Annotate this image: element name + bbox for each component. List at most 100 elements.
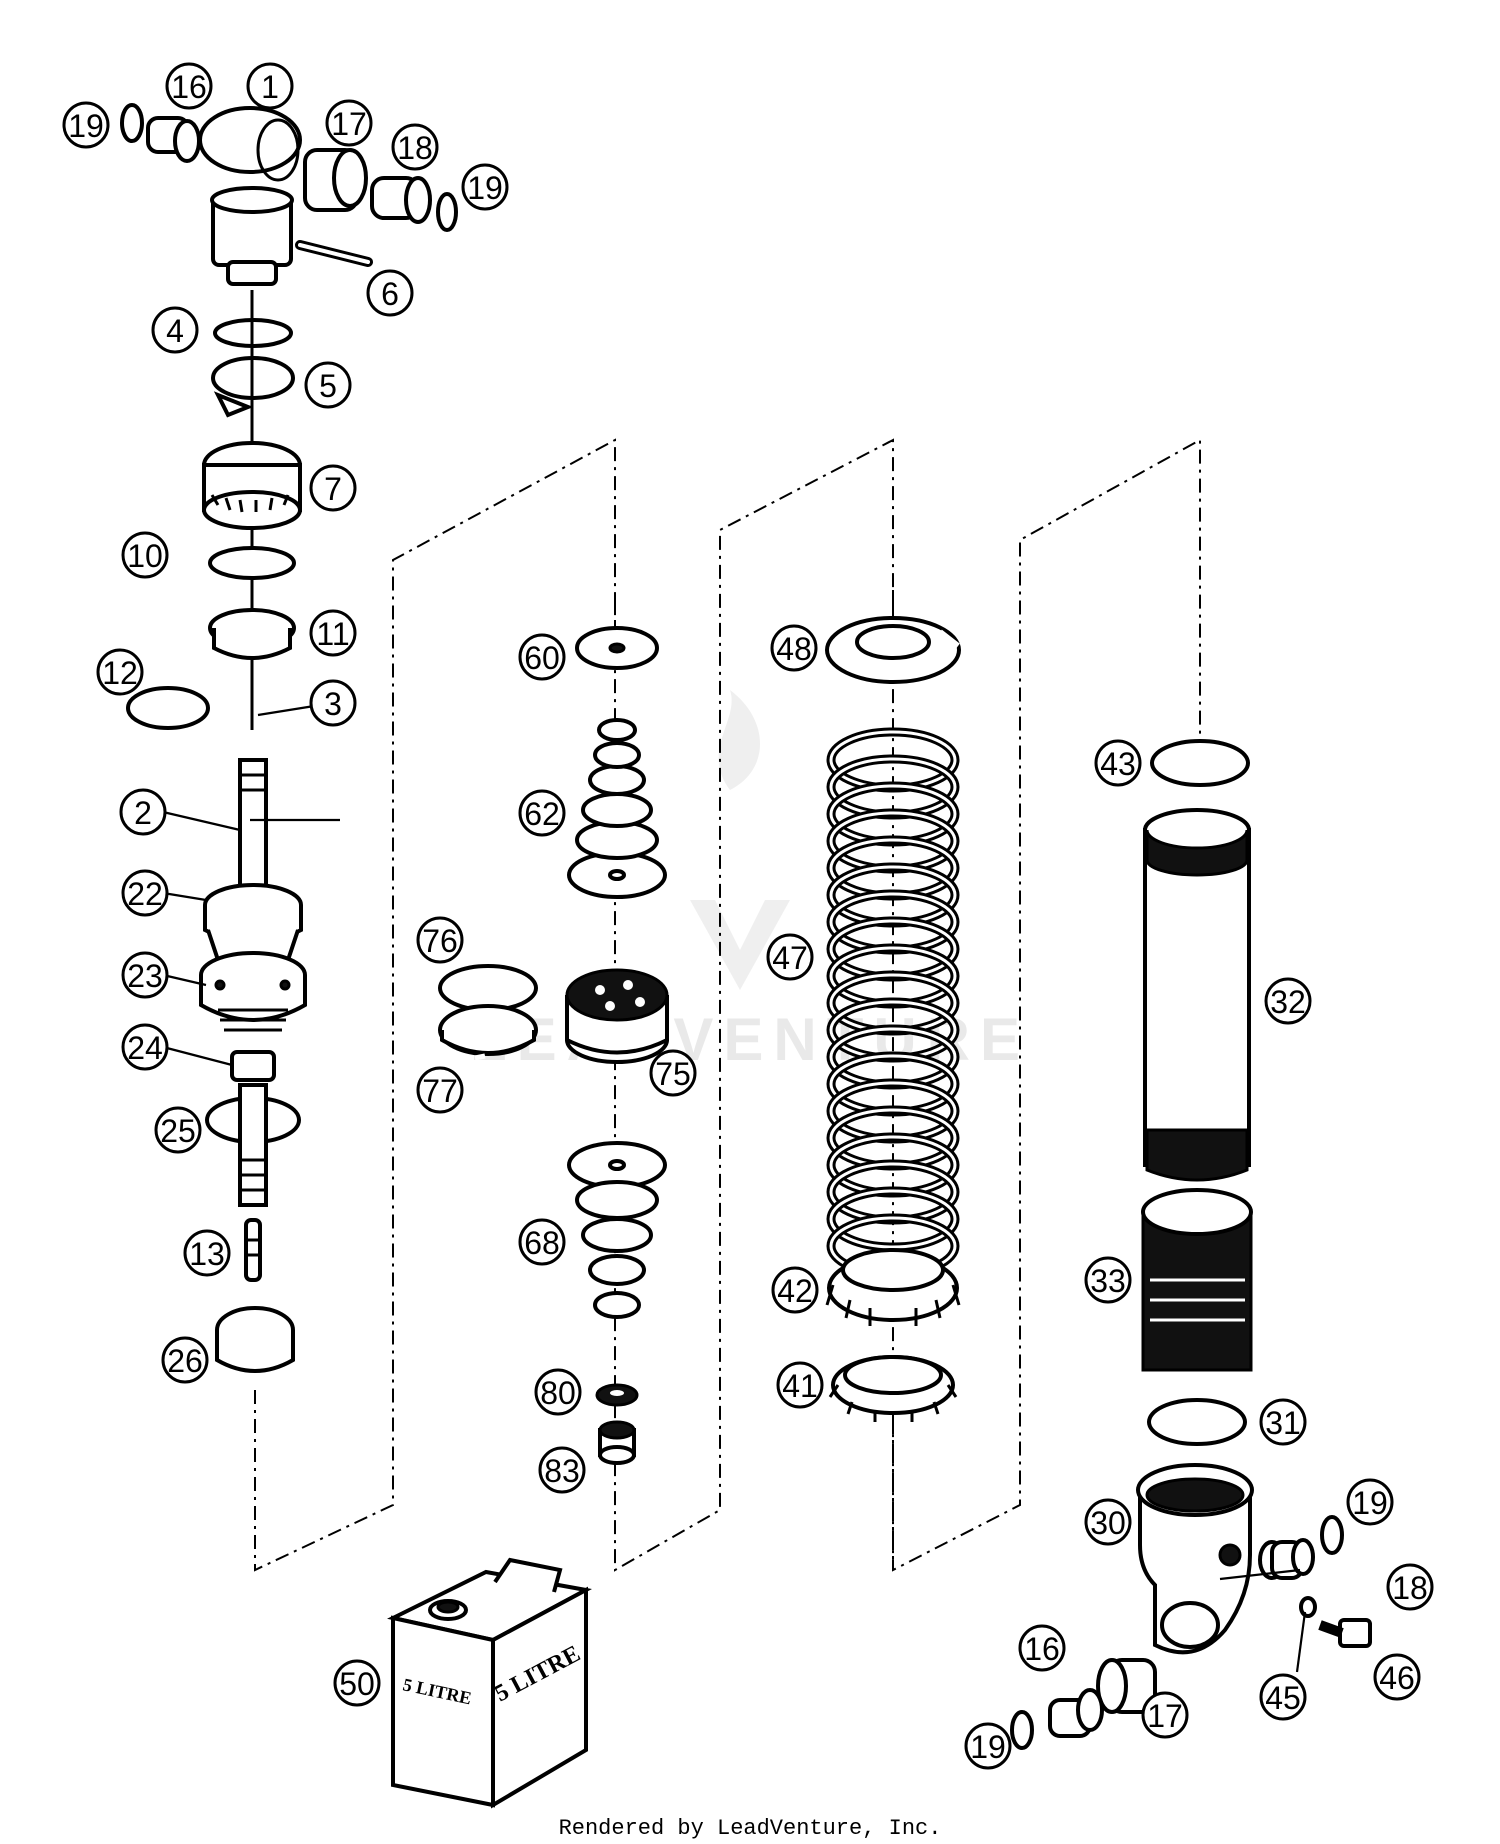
o-ring-31 [1147, 1398, 1247, 1446]
callout-circle [121, 869, 169, 917]
callout-circle [964, 1722, 1012, 1770]
callout-number: 42 [777, 1273, 813, 1309]
callout-circle [1084, 1498, 1132, 1546]
callout-circle [518, 789, 566, 837]
callout-circle [1259, 1673, 1307, 1721]
callout-circle [1386, 1563, 1434, 1611]
callout-19: 19 [1346, 1478, 1394, 1526]
callout-12: 12 [96, 648, 144, 696]
callout-number: 13 [189, 1236, 225, 1272]
callout-number: 23 [127, 958, 163, 994]
callout-number: 83 [544, 1453, 580, 1489]
callout-number: 46 [1379, 1660, 1415, 1696]
callout-76: 76 [416, 916, 464, 964]
callout-circle [1094, 739, 1142, 787]
callout-number: 2 [134, 795, 152, 831]
spring-retainer-48 [825, 616, 961, 684]
callout-number: 19 [1352, 1485, 1388, 1521]
callout-number: 43 [1100, 746, 1136, 782]
bladder-33 [1141, 1188, 1253, 1372]
callout-19: 19 [964, 1722, 1012, 1770]
callout-number: 25 [160, 1113, 196, 1149]
callout-47: 47 [766, 933, 814, 981]
callout-circle [183, 1229, 231, 1277]
callout-circle [151, 306, 199, 354]
callout-circle [1018, 1624, 1066, 1672]
render-credit: Rendered by LeadVenture, Inc. [558, 1816, 942, 1841]
callout-number: 47 [772, 940, 808, 976]
callout-75: 75 [649, 1049, 697, 1097]
callout-18: 18 [1386, 1563, 1434, 1611]
piston-rings-76-77 [438, 964, 538, 1061]
callout-circle [416, 1066, 464, 1114]
pin-13 [244, 1218, 262, 1282]
callout-16: 16 [1018, 1624, 1066, 1672]
callout-80: 80 [534, 1368, 582, 1416]
callout-45: 45 [1259, 1673, 1307, 1721]
reservoir-tube-32 [1143, 808, 1251, 1182]
callout-number: 77 [422, 1073, 458, 1109]
callout-number: 30 [1090, 1505, 1126, 1541]
callout-24: 24 [121, 1023, 169, 1071]
callout-circle [246, 62, 294, 110]
callout-number: 31 [1265, 1405, 1301, 1441]
callout-83: 83 [538, 1446, 586, 1494]
callout-11: 11 [309, 609, 357, 657]
callout-number: 75 [655, 1056, 691, 1092]
callout-number: 7 [324, 471, 342, 507]
callout-circle [1259, 1398, 1307, 1446]
callout-circle [416, 916, 464, 964]
callout-number: 22 [127, 876, 163, 912]
callout-18: 18 [391, 123, 439, 171]
callout-number: 1 [261, 69, 279, 105]
washer-60 [575, 626, 659, 670]
callout-22: 22 [121, 869, 169, 917]
callout-number: 80 [540, 1375, 576, 1411]
callout-number: 45 [1265, 1680, 1301, 1716]
callout-5: 5 [304, 361, 352, 409]
callout-42: 42 [771, 1266, 819, 1314]
callout-13: 13 [183, 1229, 231, 1277]
bushing-16-bottom [1010, 1688, 1104, 1750]
callout-68: 68 [518, 1218, 566, 1266]
callout-circle [62, 101, 110, 149]
callout-25: 25 [154, 1106, 202, 1154]
reservoir-end-30 [1136, 1463, 1254, 1655]
callout-circle [119, 788, 167, 836]
callout-number: 16 [1024, 1631, 1060, 1667]
callout-number: 19 [467, 170, 503, 206]
callout-46: 46 [1373, 1653, 1421, 1701]
spring-47 [826, 727, 960, 1279]
callout-77: 77 [416, 1066, 464, 1114]
cap-23 [199, 951, 307, 1032]
sleeve-17-top [303, 148, 368, 212]
piston-24 [230, 1050, 276, 1082]
callout-31: 31 [1259, 1398, 1307, 1446]
callout-number: 3 [324, 686, 342, 722]
callout-circle [121, 531, 169, 579]
callout-48: 48 [770, 624, 818, 672]
callout-circle [518, 633, 566, 681]
callout-23: 23 [121, 951, 169, 999]
pin-6 [295, 240, 373, 267]
callout-circle [538, 1446, 586, 1494]
callout-circle [121, 951, 169, 999]
callout-circle [161, 1336, 209, 1384]
assembly-guides [254, 438, 1201, 1572]
callout-17: 17 [1141, 1691, 1189, 1739]
callout-19: 19 [461, 163, 509, 211]
callout-circle [96, 648, 144, 696]
callout-circle [309, 609, 357, 657]
callout-number: 68 [524, 1225, 560, 1261]
callout-17: 17 [325, 99, 373, 147]
callout-3: 3 [309, 679, 357, 727]
callouts: 1234567101112131616171718181919191922232… [62, 62, 1434, 1770]
callout-circle [391, 123, 439, 171]
callout-circle [770, 624, 818, 672]
callout-10: 10 [121, 531, 169, 579]
shim-stack-62 [567, 718, 667, 899]
callout-number: 18 [1392, 1570, 1428, 1606]
callout-16: 16 [165, 62, 213, 110]
lock-ring-41 [828, 1355, 958, 1422]
callout-circle [1084, 1256, 1132, 1304]
